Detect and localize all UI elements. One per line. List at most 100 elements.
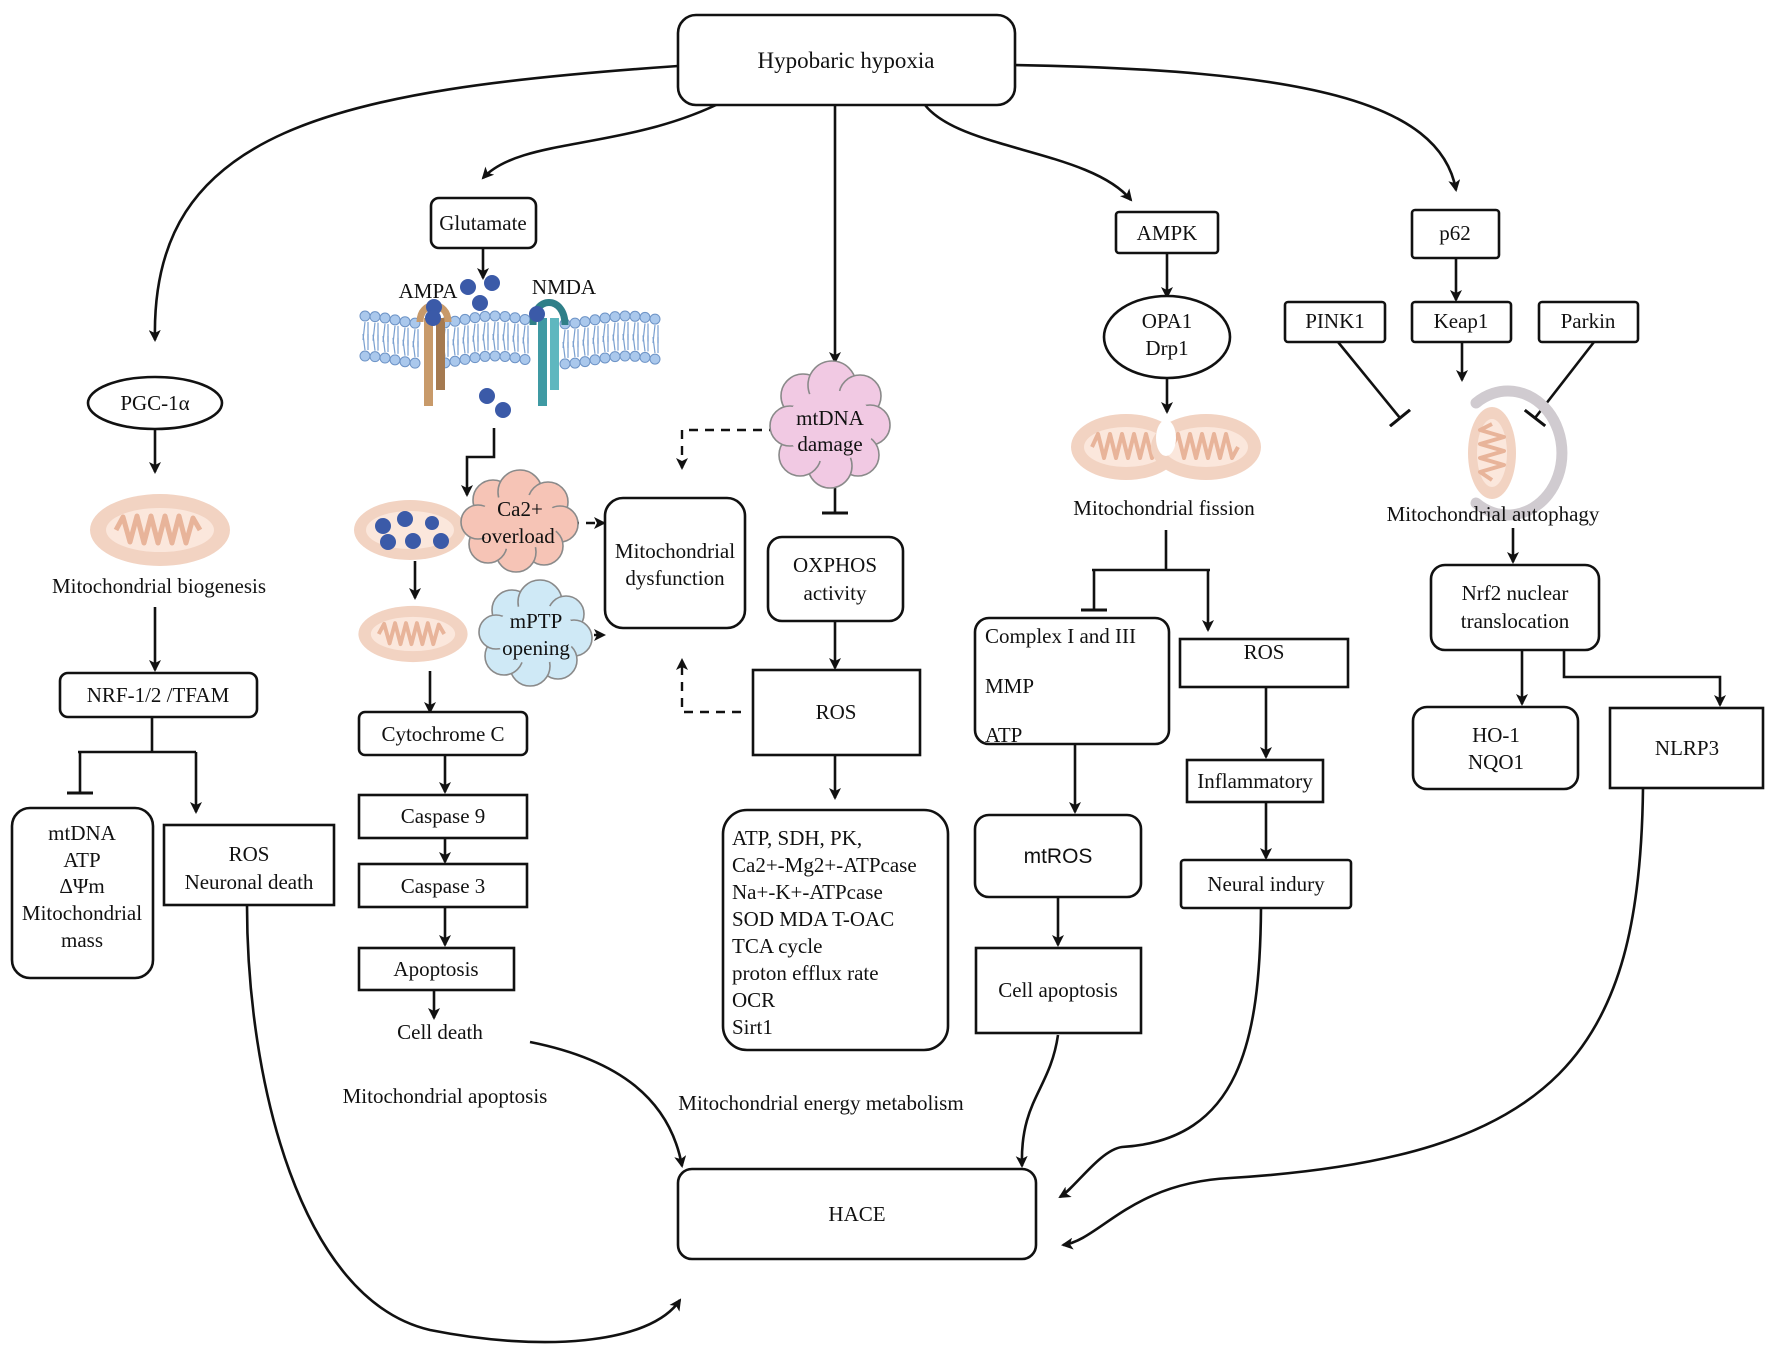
cytochrome-c-label: Cytochrome C: [381, 722, 504, 746]
node-nrf-tfam: NRF-1/2 /TFAM: [58, 671, 259, 719]
edge-nrf2-nlrp3: [1562, 650, 1726, 707]
edge-hypoxia-p62: [1014, 63, 1461, 192]
parkin-label: Parkin: [1561, 309, 1616, 333]
mtdna-label: mtDNA: [48, 821, 117, 845]
edge-ros-dysfunction: [676, 658, 741, 714]
edge-neuronaldeath-hace: [245, 904, 682, 1344]
neuronal-death-label: Neuronal death: [185, 870, 314, 894]
nmda-label: NMDA: [532, 275, 597, 299]
node-nlrp3: NLRP3: [1608, 706, 1765, 790]
node-parkin: Parkin: [1537, 300, 1640, 344]
mptp-label: mPTP: [510, 609, 563, 633]
inflammatory-label: Inflammatory: [1197, 769, 1313, 793]
mito-apoptosis-label: Mitochondrial apoptosis: [343, 1084, 548, 1108]
edge-cellapop-hace: [1015, 1034, 1060, 1168]
ca-label: Ca2+: [497, 497, 543, 521]
edge-receptor-cell: [461, 428, 496, 497]
metabolism-item-6: proton efflux rate: [732, 961, 879, 985]
node-caspase-3: Caspase 3: [357, 862, 529, 909]
node-p62: p62: [1410, 208, 1501, 260]
node-cytochrome-c: Cytochrome C: [357, 710, 529, 757]
node-neural-injury: Neural indury: [1179, 858, 1353, 910]
pgc1a-label: PGC-1α: [120, 391, 189, 415]
mito-biogenesis-label: Mitochondrial biogenesis: [52, 574, 266, 598]
drp1-label: Drp1: [1145, 336, 1188, 360]
node-ros-neuronal-death: ROS Neuronal death: [162, 823, 336, 907]
node-opa1-drp1: OPA1 Drp1: [1102, 294, 1232, 380]
metabolism-item-5: TCA cycle: [732, 934, 822, 958]
hace-label: HACE: [828, 1202, 885, 1226]
metabolism-item-1: ATP, SDH, PK,: [732, 826, 862, 850]
mito-fission-label: Mitochondrial fission: [1073, 496, 1255, 520]
mitochondrion-apoptosis-illustration: [356, 603, 470, 665]
mtdna-damage-label-2: damage: [797, 432, 862, 456]
nlrp3-label: NLRP3: [1655, 736, 1719, 760]
node-nrf2-translocation: Nrf2 nuclear translocation: [1429, 563, 1601, 652]
node-pink1: PINK1: [1283, 300, 1387, 344]
ampk-label: AMPK: [1137, 221, 1198, 245]
mtdna-damage-cloud: [769, 360, 891, 489]
ros-mid-label: ROS: [816, 700, 857, 724]
ho1-label: HO-1: [1472, 723, 1520, 747]
edge-hypoxia-glutamate: [481, 103, 717, 180]
mitochondrion-biogenesis-illustration: [90, 494, 230, 566]
metabolism-item-2: Ca2+-Mg2+-ATPcase: [732, 853, 917, 877]
node-metabolism-list: ATP, SDH, PK, Ca2+-Mg2+-ATPcase Na+-K+-A…: [721, 808, 950, 1052]
node-ampk: AMPK: [1114, 210, 1220, 255]
node-hypobaric-hypoxia: Hypobaric hypoxia: [676, 13, 1017, 107]
node-glutamate: Glutamate: [429, 196, 538, 250]
mito-mass-label-1: Mitochondrial: [22, 901, 142, 925]
edge-hypoxia-ampk: [923, 104, 1133, 202]
nrf2-label-2: translocation: [1461, 609, 1570, 633]
mito-dysfunction-label-1: Mitochondrial: [615, 539, 735, 563]
edge-fission-split: [1092, 530, 1210, 572]
ampa-label: AMPA: [399, 279, 459, 303]
mito-mass-label-2: mass: [61, 928, 103, 952]
p62-label: p62: [1439, 221, 1471, 245]
node-pgc1a: PGC-1α: [86, 375, 224, 431]
mtdna-damage-label-1: mtDNA: [796, 406, 865, 430]
ca-overload-cloud: [460, 469, 579, 573]
node-cell-apoptosis: Cell apoptosis: [974, 946, 1143, 1035]
metabolism-item-7: OCR: [732, 988, 775, 1012]
node-inflammatory: Inflammatory: [1185, 758, 1325, 804]
caspase-3-label: Caspase 3: [401, 874, 486, 898]
pink1-label: PINK1: [1305, 309, 1365, 333]
edge-pink1-inhibit: [1336, 341, 1412, 428]
atp-label: ATP: [63, 848, 100, 872]
metabolism-item-4: SOD MDA T-OAC: [732, 907, 894, 931]
node-hace: HACE: [676, 1167, 1038, 1261]
autophagosome-illustration: [1468, 385, 1568, 521]
energy-metabolism-label: Mitochondrial energy metabolism: [678, 1091, 963, 1115]
opa1-label: OPA1: [1142, 309, 1193, 333]
node-keap1: Keap1: [1410, 300, 1513, 344]
metabolism-item-3: Na+-K+-ATPcase: [732, 880, 883, 904]
complex-atp-label: ATP: [985, 723, 1022, 747]
oxphos-label-2: activity: [804, 581, 867, 605]
membrane-potential-label: ΔΨm: [59, 874, 104, 898]
node-ros-mid: ROS: [751, 668, 922, 757]
complex-label: Complex I and III: [985, 624, 1136, 648]
edges: [67, 63, 1726, 1344]
node-mtros: mtROS: [973, 813, 1143, 899]
node-ros-fission: ROS: [1178, 637, 1350, 689]
ros-fission-label: ROS: [1244, 640, 1285, 664]
caspase-9-label: Caspase 9: [401, 804, 486, 828]
mitochondrion-fission-illustration: [1071, 414, 1261, 480]
neuron-cell-with-calcium: [354, 500, 466, 560]
mptp-opening-cloud: [478, 579, 593, 687]
nrf-tfam-label: NRF-1/2 /TFAM: [87, 683, 230, 707]
node-complex-mmp-atp: Complex I and III MMP ATP: [973, 616, 1171, 747]
edge-nlrp3-hace: [1061, 787, 1645, 1250]
node-ho1-nqo1: HO-1 NQO1: [1411, 705, 1580, 791]
node-caspase-9: Caspase 9: [357, 793, 529, 840]
edge-celldeath-hace: [529, 1040, 687, 1168]
node-apoptosis: Apoptosis: [357, 946, 516, 992]
opening-label: opening: [502, 636, 570, 660]
nqo1-label: NQO1: [1468, 750, 1524, 774]
edge-hypoxia-pgc1a: [148, 64, 679, 342]
mmp-label: MMP: [985, 674, 1034, 698]
glutamate-dots: [425, 275, 545, 418]
edge-nrf-split: [78, 717, 196, 754]
